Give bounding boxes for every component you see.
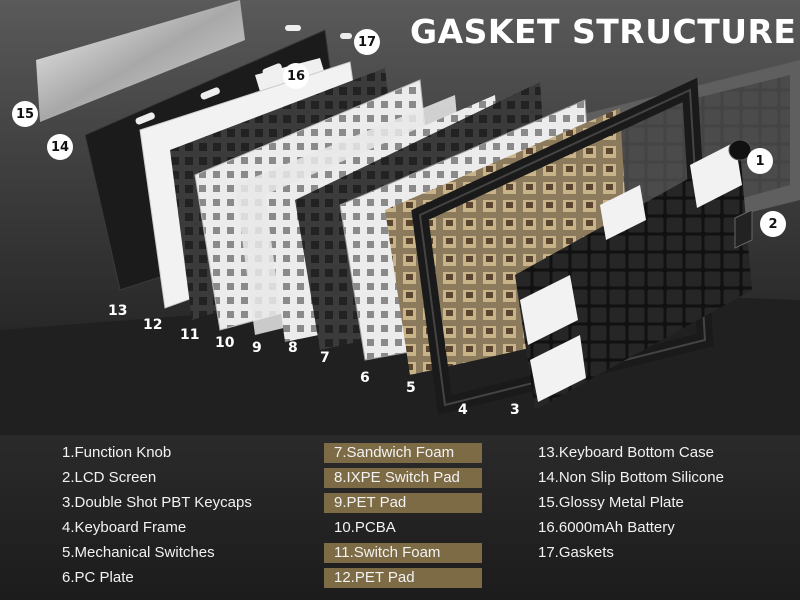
- keyboard-frame-edge: [418, 88, 707, 407]
- white-keycap: [520, 275, 578, 345]
- gasket: [200, 87, 220, 100]
- legend-item-highlighted: 12.PET Pad: [324, 568, 482, 588]
- label-9: 9: [252, 340, 262, 356]
- white-keycap: [530, 335, 586, 402]
- callout-16: 16: [283, 63, 309, 89]
- glossy-metal-plate: [36, 0, 245, 122]
- legend-item: 10.PCBA: [334, 519, 396, 536]
- legend-item: 14.Non Slip Bottom Silicone: [538, 469, 724, 486]
- white-keycap: [690, 142, 742, 208]
- label-3: 3: [510, 402, 520, 418]
- lcd-screen: [734, 209, 753, 249]
- label-7: 7: [320, 350, 330, 366]
- label-5: 5: [406, 380, 416, 396]
- gasket: [285, 25, 301, 31]
- legend-item: 3.Double Shot PBT Keycaps: [62, 494, 252, 511]
- parts-legend: 1.Function Knob 2.LCD Screen 3.Double Sh…: [0, 435, 800, 600]
- label-8: 8: [288, 340, 298, 356]
- legend-item: 6.PC Plate: [62, 569, 134, 586]
- callout-1: 1: [747, 148, 773, 174]
- legend-item: 4.Keyboard Frame: [62, 519, 187, 536]
- label-10: 10: [215, 335, 235, 351]
- legend-item: 17.Gaskets: [538, 544, 614, 561]
- legend-item: 16.6000mAh Battery: [538, 519, 675, 536]
- label-11: 11: [180, 327, 200, 343]
- label-12: 12: [143, 317, 163, 333]
- callout-15: 15: [12, 101, 38, 127]
- gasket: [340, 33, 352, 39]
- legend-item-highlighted: 11.Switch Foam: [324, 543, 482, 563]
- callout-2: 2: [760, 211, 786, 237]
- gasket: [135, 112, 155, 125]
- callout-14: 14: [47, 134, 73, 160]
- legend-item: 13.Keyboard Bottom Case: [538, 444, 714, 461]
- page-title: GASKET STRUCTURE: [410, 12, 797, 51]
- legend-item: 15.Glossy Metal Plate: [538, 494, 684, 511]
- exploded-keyboard-illustration: [0, 0, 800, 435]
- label-6: 6: [360, 370, 370, 386]
- label-13: 13: [108, 303, 128, 319]
- legend-item: 1.Function Knob: [62, 444, 172, 461]
- label-4: 4: [458, 402, 468, 418]
- legend-item-highlighted: 8.IXPE Switch Pad: [324, 468, 482, 488]
- legend-item: 5.Mechanical Switches: [62, 544, 215, 561]
- white-keycap: [600, 185, 646, 240]
- legend-item-highlighted: 9.PET Pad: [324, 493, 482, 513]
- callout-17: 17: [354, 29, 380, 55]
- legend-item-highlighted: 7.Sandwich Foam: [324, 443, 482, 463]
- legend-item: 2.LCD Screen: [62, 469, 157, 486]
